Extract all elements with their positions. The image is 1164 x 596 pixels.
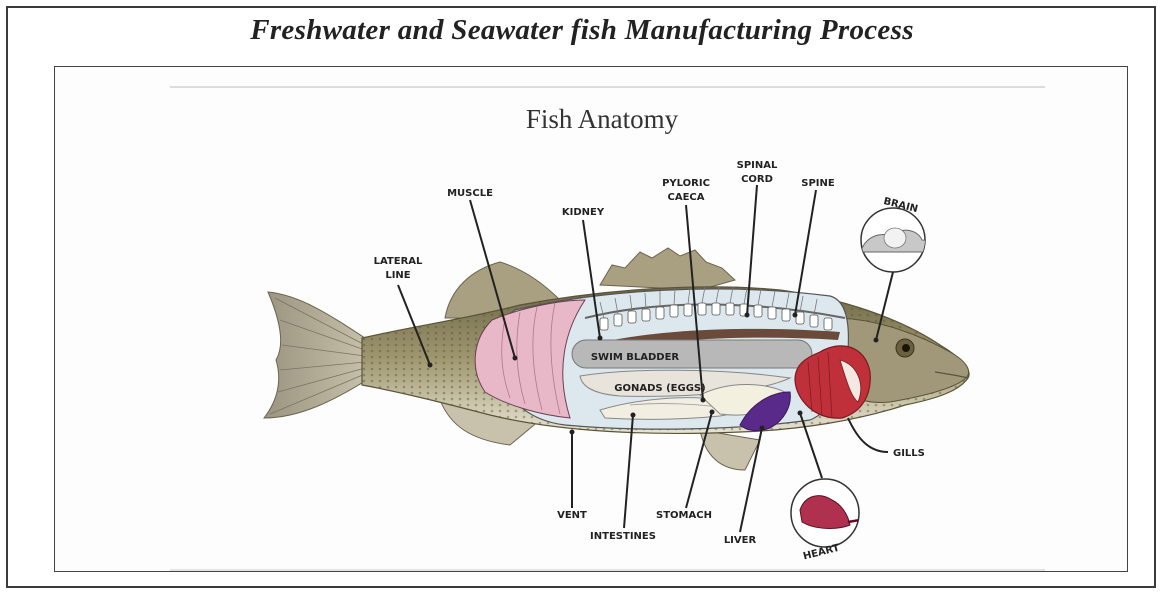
gills-label: GILLS [893, 448, 925, 459]
intestines-label: INTESTINES [590, 531, 656, 542]
gills-leader [848, 418, 888, 452]
vent-label: VENT [557, 510, 587, 521]
spine-label: SPINE [801, 178, 835, 189]
fish-pupil [902, 344, 910, 352]
liver-label: LIVER [724, 535, 757, 546]
muscle-label: MUSCLE [447, 188, 493, 199]
diagram-title: Fish Anatomy [526, 104, 679, 134]
gonads-label: GONADS (EGGS) [614, 383, 705, 394]
lateral-line-label-line2: LINE [385, 270, 410, 281]
kidney-label: KIDNEY [562, 207, 605, 218]
pyloric-caeca-label-line1: PYLORIC [662, 178, 710, 189]
stomach-label: STOMACH [656, 510, 712, 521]
soft-dorsal-fin [600, 248, 735, 290]
pelvic-fin [700, 430, 760, 470]
lateral-line-label-line1: LATERAL [374, 256, 423, 267]
tail-fin [264, 292, 370, 418]
pyloric-caeca-label-line2: CAECA [668, 192, 705, 203]
spinal-cord-label-line2: CORD [741, 174, 773, 185]
swim-bladder-label: SWIM BLADDER [591, 352, 680, 363]
spinal-cord-label-line1: SPINAL [737, 160, 778, 171]
